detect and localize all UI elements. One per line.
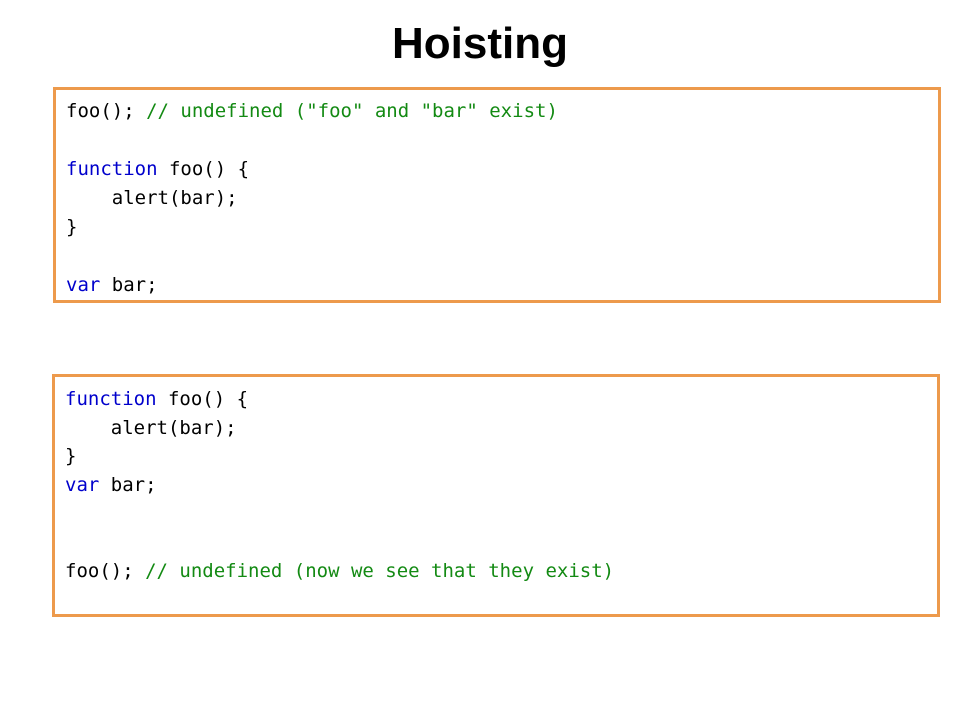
code-text: alert(bar); <box>65 416 237 439</box>
code-line: function foo() { <box>66 155 928 184</box>
code-line: var bar; <box>65 471 927 500</box>
code-block-after: function foo() { alert(bar);} var bar; foo… <box>52 374 940 617</box>
code-line <box>66 126 928 155</box>
code-comment: // undefined (now we see that they exist… <box>145 560 615 583</box>
code-line: function foo() { <box>65 385 927 414</box>
code-line: foo(); // undefined ("foo" and "bar" exi… <box>66 97 928 126</box>
code-line <box>65 528 927 557</box>
code-line: var bar; <box>66 271 928 300</box>
code-text: foo(); <box>66 100 147 122</box>
slide-title: Hoisting <box>392 19 568 68</box>
code-text: } <box>65 445 77 468</box>
code-line <box>65 500 927 529</box>
code-text: foo() { <box>156 388 249 410</box>
code-keyword: var <box>65 474 100 497</box>
code-block-before: foo(); // undefined ("foo" and "bar" exi… <box>53 87 941 303</box>
code-comment: // undefined ("foo" and "bar" exist) <box>146 100 558 122</box>
code-text: } <box>66 216 78 238</box>
code-text: foo() { <box>157 158 250 180</box>
code-text: alert(bar); <box>66 187 238 209</box>
code-text: foo(); <box>65 560 146 583</box>
code-keyword: function <box>65 388 157 410</box>
code-text: bar; <box>99 474 157 497</box>
code-keyword: function <box>66 158 158 180</box>
code-line: } <box>65 442 927 471</box>
code-line: foo(); // undefined (now we see that the… <box>65 557 927 586</box>
code-line: alert(bar); <box>65 414 927 443</box>
code-line <box>66 242 928 271</box>
code-line: alert(bar); <box>66 184 928 213</box>
code-text: bar; <box>100 274 158 296</box>
code-keyword: var <box>66 274 101 296</box>
code-line: } <box>66 213 928 242</box>
